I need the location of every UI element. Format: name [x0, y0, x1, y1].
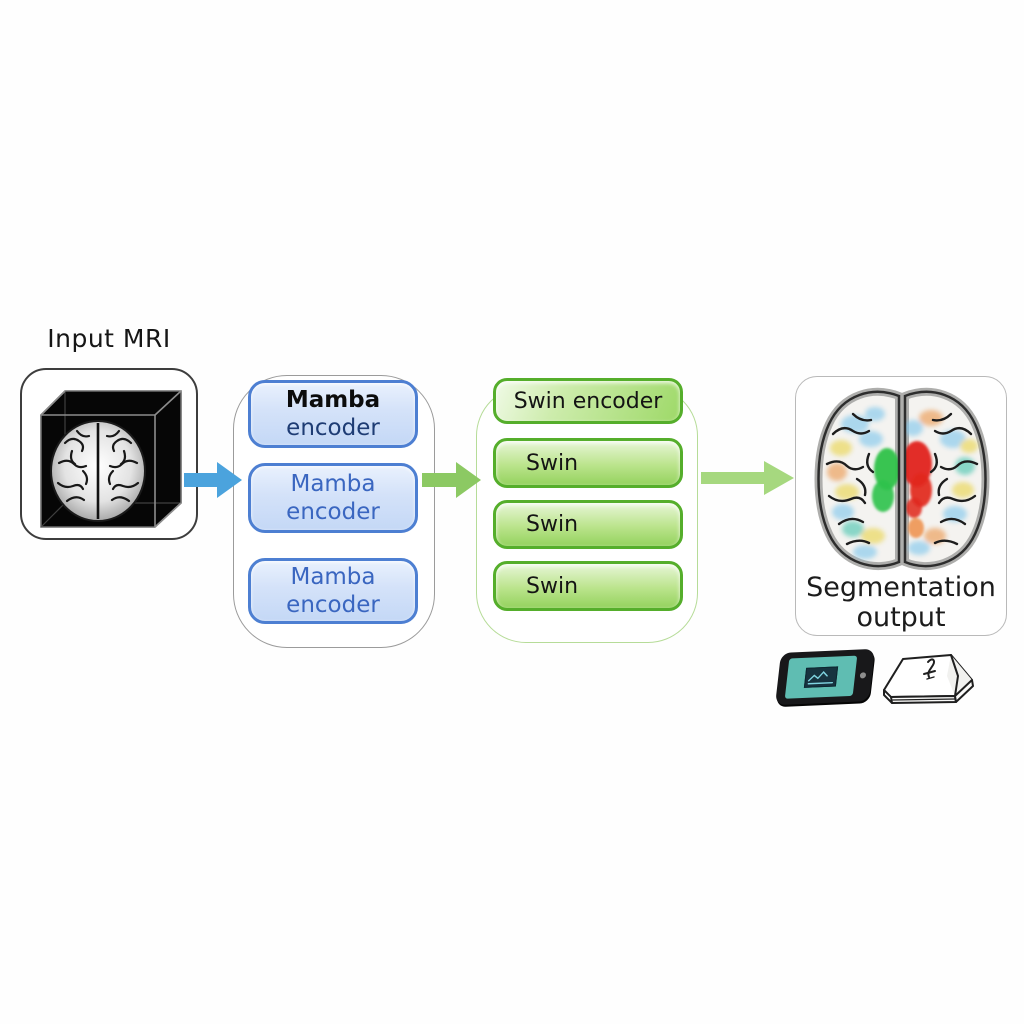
- input-mri-box: [20, 368, 198, 540]
- swin-block-label: Swin: [526, 512, 579, 537]
- mamba-box-title: Mamba: [285, 387, 381, 413]
- segmentation-output-label: Segmentation output: [796, 573, 1006, 633]
- mamba-box-subtitle: encoder: [286, 592, 380, 618]
- swin-block-label: Swin: [526, 450, 579, 476]
- mamba-encoder-box: Mamba encoder: [248, 558, 418, 624]
- mamba-box-subtitle: encoder: [286, 415, 380, 441]
- swin-encoder-group: Swin encoder Swin Swin Swin: [476, 378, 698, 643]
- input-mri-cube-image: [40, 390, 182, 528]
- swin-header-label: Swin encoder: [513, 388, 663, 414]
- swin-block-box: Swin: [493, 438, 683, 488]
- mamba-box-title: Mamba: [290, 564, 376, 590]
- segmentation-output-box: Segmentation output: [795, 376, 1007, 636]
- segmentation-label-line1: Segmentation: [806, 572, 996, 603]
- swin-encoder-header-box: Swin encoder: [493, 378, 683, 424]
- segmentation-brain-image: [814, 387, 990, 571]
- tablet-camera-icon: [859, 672, 867, 679]
- tablet-device-icon: [775, 648, 875, 706]
- mamba-box-title: Mamba: [290, 471, 376, 497]
- mamba-encoder-group: Mamba encoder Mamba encoder Mamba encode…: [233, 375, 435, 648]
- tablet-screen: [784, 655, 858, 699]
- arrow-mamba-to-swin-icon: [422, 462, 481, 498]
- arrow-swin-to-output-icon: [701, 461, 794, 495]
- swin-block-box: Swin: [493, 561, 683, 611]
- mamba-encoder-box: Mamba encoder: [248, 463, 418, 533]
- input-mri-label: Input MRI: [47, 324, 171, 353]
- paper-stack-icon: [883, 654, 974, 704]
- swin-block-label: Swin: [526, 573, 579, 599]
- mamba-encoder-box: Mamba encoder: [248, 380, 418, 448]
- tablet-screen-picture: [803, 666, 839, 688]
- mamba-box-subtitle: encoder: [286, 499, 380, 525]
- segmentation-label-line2: output: [856, 602, 946, 633]
- arrow-input-to-mamba-icon: [184, 462, 242, 498]
- swin-block-box: Swin: [493, 500, 683, 549]
